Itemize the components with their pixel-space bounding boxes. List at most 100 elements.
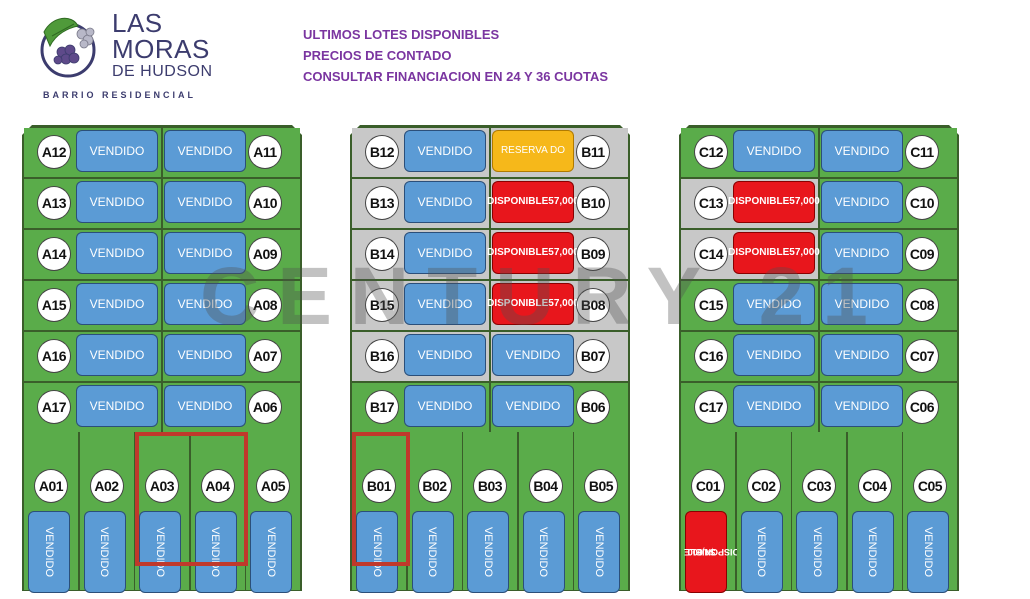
lot-status-tag[interactable]: VENDIDO: [29, 512, 69, 592]
lot-status-tag[interactable]: VENDIDO: [84, 512, 125, 592]
lot-status-tag[interactable]: VENDIDO: [734, 386, 814, 426]
lot-status-tag[interactable]: VENDIDO: [165, 284, 245, 324]
lot-status-tag[interactable]: VENDIDO: [405, 131, 485, 171]
lot-status-tag[interactable]: VENDIDO: [165, 131, 245, 171]
lot-status-tag[interactable]: VENDIDO: [251, 512, 291, 592]
lot-status-tag[interactable]: VENDIDO: [77, 182, 157, 222]
lot-status-tag[interactable]: VENDIDO: [822, 284, 902, 324]
lot-status-tag[interactable]: VENDIDO: [822, 335, 902, 375]
lot-status-tag[interactable]: VENDIDO: [195, 512, 236, 592]
lot-status-tag[interactable]: VENDIDO: [405, 386, 485, 426]
lot-status-tag[interactable]: VENDIDO: [165, 335, 245, 375]
lot-status-tag[interactable]: VENDIDO: [493, 386, 573, 426]
lot-status-tag[interactable]: VENDIDO: [822, 386, 902, 426]
lot-status-tag[interactable]: VENDIDO: [579, 512, 619, 592]
lot-status-tag[interactable]: VENDIDO: [734, 335, 814, 375]
lot-status-tag[interactable]: VENDIDO: [77, 386, 157, 426]
lot-status-tag[interactable]: VENDIDO: [734, 131, 814, 171]
lot-status-tag[interactable]: VENDIDO: [77, 131, 157, 171]
lot-status-tag[interactable]: VENDIDO: [852, 512, 893, 592]
lot-status-tag[interactable]: VENDIDO: [493, 335, 573, 375]
lot-status-tag[interactable]: VENDIDO: [523, 512, 564, 592]
lot-status-tag[interactable]: VENDIDO: [908, 512, 948, 592]
lot-status-tag[interactable]: DISPONIBLE$4,000: [684, 512, 739, 592]
lot-status-tag[interactable]: VENDIDO: [165, 182, 245, 222]
lot-status-tag[interactable]: VENDIDO: [734, 284, 814, 324]
lot-status-tag[interactable]: VENDIDO: [797, 512, 837, 592]
lot-status-tag[interactable]: VENDIDO: [468, 512, 508, 592]
lot-status-tag[interactable]: VENDIDO: [77, 284, 157, 324]
lot-status-tag[interactable]: VENDIDO: [405, 284, 485, 324]
lot-status-tag[interactable]: VENDIDO: [165, 233, 245, 273]
lot-status-tag[interactable]: VENDIDO: [405, 335, 485, 375]
lot-status-tag[interactable]: VENDIDO: [77, 233, 157, 273]
lot-status-tag[interactable]: VENDIDO: [405, 233, 485, 273]
lot-status-tag[interactable]: VENDIDO: [165, 386, 245, 426]
lot-status-tag[interactable]: RESERVA DO: [493, 131, 573, 171]
lot-status-tag[interactable]: VENDIDO: [741, 512, 782, 592]
lot-status-tag[interactable]: VENDIDO: [822, 233, 902, 273]
lot-status-tag[interactable]: VENDIDO: [77, 335, 157, 375]
lot-status-tag[interactable]: VENDIDO: [412, 512, 453, 592]
lot-status-tag[interactable]: VENDIDO: [405, 182, 485, 222]
lot-status-tag[interactable]: VENDIDO: [822, 131, 902, 171]
lot-status-tag[interactable]: VENDIDO: [140, 512, 180, 592]
lot-status-tag[interactable]: VENDIDO: [822, 182, 902, 222]
lot-status-tag[interactable]: VENDIDO: [357, 512, 397, 592]
